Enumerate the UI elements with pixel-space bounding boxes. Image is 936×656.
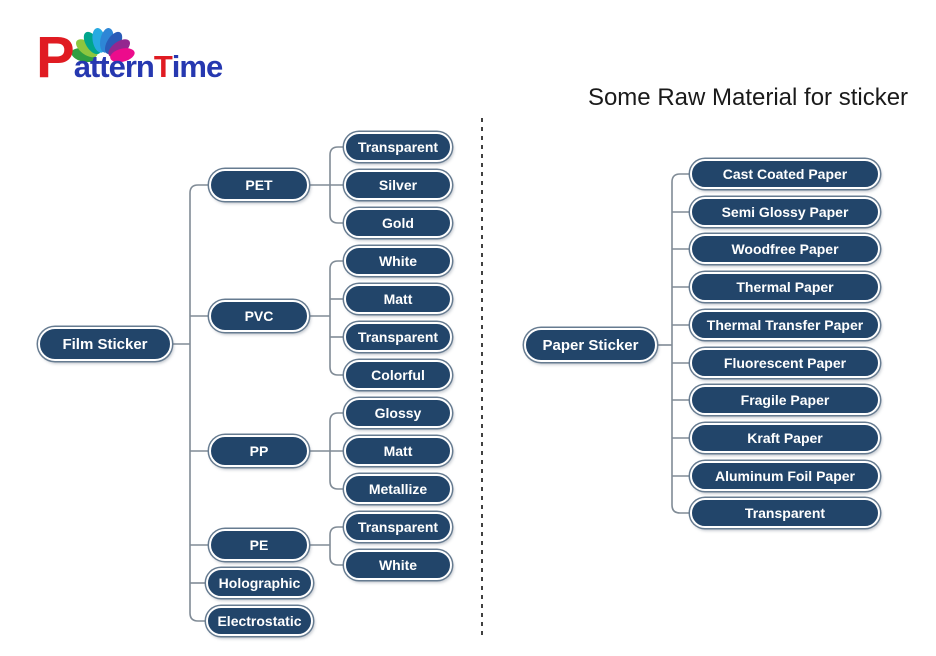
node-pet-transparent: Transparent xyxy=(344,132,452,162)
node-pvc-colorful: Colorful xyxy=(344,360,452,390)
node-pvc-white: White xyxy=(344,246,452,276)
node-pe-transparent: Transparent xyxy=(344,512,452,542)
node-aluminum-foil-paper: Aluminum Foil Paper xyxy=(690,461,880,491)
node-electrostatic: Electrostatic xyxy=(206,606,313,636)
paper-tree-connectors xyxy=(657,173,690,514)
logo-letter-t: T xyxy=(153,49,173,84)
node-pvc: PVC xyxy=(209,300,309,332)
logo-part-ime: ime xyxy=(171,49,223,84)
node-woodfree-paper: Woodfree Paper xyxy=(690,234,880,264)
node-pet: PET xyxy=(209,169,309,201)
node-pvc-matt: Matt xyxy=(344,284,452,314)
node-pe-white: White xyxy=(344,550,452,580)
node-thermal-transfer-paper: Thermal Transfer Paper xyxy=(690,310,880,340)
logo-wordmark: P attern T ime xyxy=(36,25,223,90)
node-pet-gold: Gold xyxy=(344,208,452,238)
node-semi-glossy-paper: Semi Glossy Paper xyxy=(690,197,880,227)
logo-letter-p: P xyxy=(36,25,75,90)
node-paper-transparent: Transparent xyxy=(690,498,880,528)
node-paper-sticker: Paper Sticker xyxy=(524,328,657,362)
node-fluorescent-paper: Fluorescent Paper xyxy=(690,348,880,378)
page-title: Some Raw Material for sticker xyxy=(587,84,909,111)
node-holographic: Holographic xyxy=(206,568,313,598)
node-pp-metallize: Metallize xyxy=(344,474,452,504)
node-film-sticker: Film Sticker xyxy=(38,327,172,361)
node-kraft-paper: Kraft Paper xyxy=(690,423,880,453)
node-pp-matt: Matt xyxy=(344,436,452,466)
node-pet-silver: Silver xyxy=(344,170,452,200)
node-pp: PP xyxy=(209,435,309,467)
logo-fan-icon xyxy=(71,28,135,62)
node-pe: PE xyxy=(209,529,309,561)
node-cast-coated-paper: Cast Coated Paper xyxy=(690,159,880,189)
logo-part-attern: attern xyxy=(73,49,155,84)
node-thermal-paper: Thermal Paper xyxy=(690,272,880,302)
node-fragile-paper: Fragile Paper xyxy=(690,385,880,415)
patterntime-logo: P attern T ime xyxy=(36,20,246,88)
node-pvc-transparent: Transparent xyxy=(344,322,452,352)
node-pp-glossy: Glossy xyxy=(344,398,452,428)
